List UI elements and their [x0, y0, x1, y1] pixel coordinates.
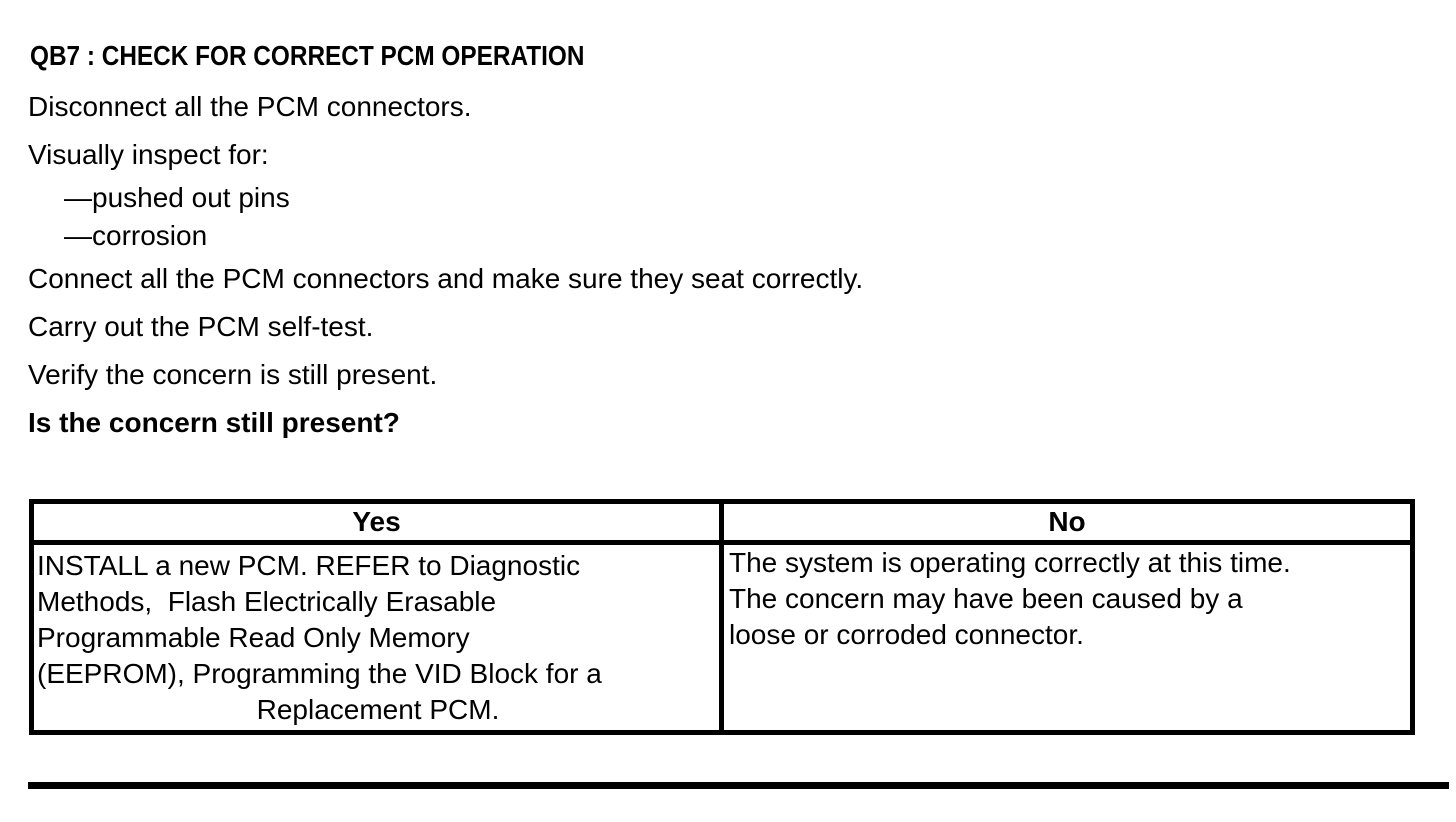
procedure-step: Connect all the PCM connectors and make … — [28, 263, 864, 294]
no-action-line: The concern may have been caused by a — [729, 583, 1243, 614]
no-action-line: The system is operating correctly at thi… — [729, 547, 1291, 578]
procedure-title: QB7 : CHECK FOR CORRECT PCM OPERATION — [30, 40, 1428, 71]
procedure-step: Disconnect all the PCM connectors. — [28, 91, 472, 122]
procedure-step: Visually inspect for: — [28, 139, 269, 170]
yes-action-line: INSTALL a new PCM. REFER to Diagnostic — [37, 550, 581, 581]
yes-action-text: INSTALL a new PCM. REFER to Diagnostic M… — [34, 545, 719, 730]
decision-table-body-row: INSTALL a new PCM. REFER to Diagnostic M… — [29, 540, 1415, 735]
yes-action-cell: INSTALL a new PCM. REFER to Diagnostic M… — [29, 540, 724, 735]
table-header-yes: Yes — [29, 499, 724, 545]
procedure-step: Carry out the PCM self-test. — [28, 311, 374, 342]
decision-table: Yes No INSTALL a new PCM. REFER to Diagn… — [29, 499, 1415, 735]
procedure-title-text: QB7 : CHECK FOR CORRECT PCM OPERATION — [30, 40, 585, 71]
no-action-text: The system is operating correctly at thi… — [724, 545, 1410, 659]
yes-action-line: Programmable Read Only Memory — [37, 622, 470, 653]
procedure-section: QB7 : CHECK FOR CORRECT PCM OPERATION Di… — [28, 40, 1428, 735]
inspection-sub-item: —pushed out pins — [64, 182, 290, 213]
table-header-no: No — [719, 499, 1415, 545]
no-action-cell: The system is operating correctly at thi… — [719, 540, 1415, 735]
decision-question: Is the concern still present? — [28, 407, 400, 438]
yes-action-line: Methods, Flash Electrically Erasable — [37, 586, 497, 617]
procedure-step: Verify the concern is still present. — [28, 359, 438, 390]
inspection-sub-item: —corrosion — [64, 220, 208, 251]
page-bottom-rule — [28, 782, 1449, 789]
yes-action-line: (EEPROM), Programming the VID Block for … — [37, 658, 602, 689]
no-action-line: loose or corroded connector. — [729, 619, 1084, 650]
yes-action-line: Replacement PCM. — [256, 694, 500, 725]
decision-table-header-row: Yes No — [29, 499, 1415, 545]
